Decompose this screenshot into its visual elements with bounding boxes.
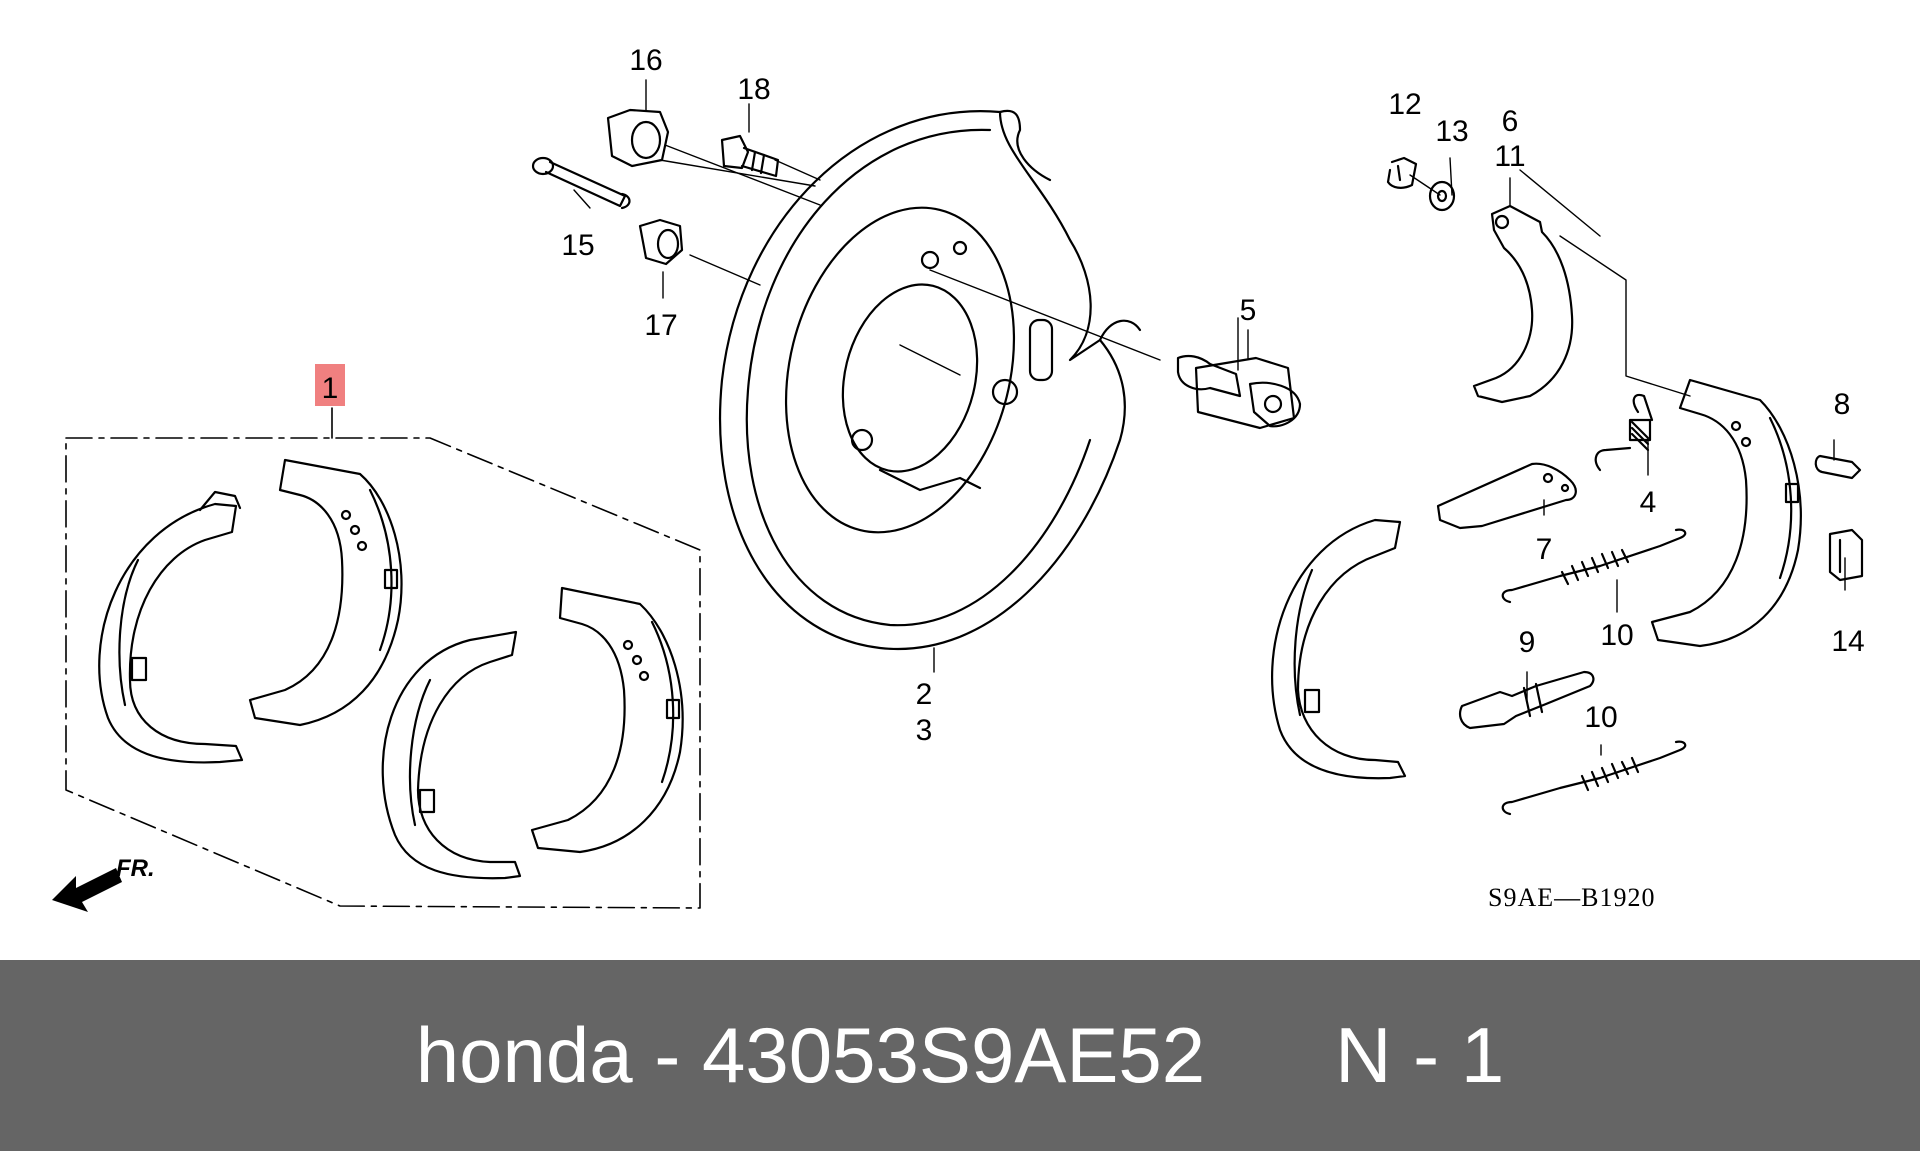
footer-separator: - [654, 1011, 681, 1099]
callout-8: 8 [1834, 388, 1851, 421]
adjuster-9 [1459, 670, 1595, 730]
footer-gap [1205, 1010, 1335, 1101]
callout-3: 3 [916, 714, 933, 747]
footer-space-1 [633, 1010, 655, 1101]
callout-4: 4 [1640, 486, 1657, 519]
callout-18: 18 [737, 73, 770, 106]
leader-lines [573, 79, 1846, 756]
footer-caption: honda - 43053S9AE52 N - 1 [0, 960, 1920, 1151]
parking-lever-6-11 [1472, 204, 1574, 404]
brake-shoe-1 [98, 490, 244, 764]
footer-space-2 [680, 1010, 702, 1101]
callout-labels: 1 2 3 4 5 6 7 8 9 10 10 11 12 13 14 15 1… [322, 44, 1865, 912]
bolt-18 [720, 134, 780, 178]
front-direction-arrow: FR. [52, 855, 155, 912]
washer-13 [1428, 180, 1456, 212]
footer-part-number: 43053S9AE52 [702, 1011, 1206, 1099]
direction-label: FR. [116, 855, 155, 882]
pin-8 [1814, 454, 1862, 480]
brake-shoe-2 [248, 458, 403, 727]
spring-10-upper [1501, 528, 1687, 604]
callout-13: 13 [1435, 115, 1468, 148]
callout-9: 9 [1519, 626, 1536, 659]
brake-shoe-right-rear [1650, 378, 1802, 648]
callout-12: 12 [1388, 88, 1421, 121]
footer-brand: honda [415, 1011, 633, 1099]
callout-16: 16 [629, 44, 662, 77]
callout-10-lower: 10 [1584, 701, 1617, 734]
callout-5: 5 [1240, 294, 1257, 327]
clip-14 [1828, 528, 1864, 582]
callout-15: 15 [561, 229, 594, 262]
kit-box [65, 407, 701, 909]
drawing-code: S9AE—B1920 [1488, 883, 1655, 912]
pin-15 [531, 156, 631, 210]
callout-11: 11 [1494, 140, 1525, 173]
callout-14: 14 [1831, 625, 1864, 658]
lever-5 [1176, 354, 1302, 430]
footer-band: honda - 43053S9AE52 N - 1 [0, 960, 1920, 1151]
backing-plate [718, 109, 1142, 651]
spring-4 [1594, 393, 1654, 472]
strut-plate-7 [1436, 462, 1577, 530]
brake-shoe-4 [530, 586, 684, 854]
callout-2: 2 [916, 678, 933, 711]
spring-10-lower [1501, 740, 1687, 816]
callout-1: 1 [322, 372, 339, 405]
brake-shoe-right-front [1271, 518, 1407, 780]
brake-shoe-3 [381, 630, 522, 880]
callout-6: 6 [1502, 105, 1519, 138]
callout-10-upper: 10 [1600, 619, 1633, 652]
brake-exploded-view: FR. 1 2 3 4 5 6 7 8 9 10 10 11 12 13 14 … [52, 44, 1865, 912]
callout-1-highlight [315, 364, 345, 406]
callout-7: 7 [1536, 533, 1553, 566]
clip-12 [1386, 156, 1418, 189]
flange-nut-16 [606, 108, 670, 168]
callout-17: 17 [644, 309, 677, 342]
nut-17 [638, 218, 684, 266]
footer-sheet-ref: N - 1 [1335, 1011, 1505, 1099]
parts-diagram: FR. 1 2 3 4 5 6 7 8 9 10 10 11 12 13 14 … [52, 44, 1865, 912]
